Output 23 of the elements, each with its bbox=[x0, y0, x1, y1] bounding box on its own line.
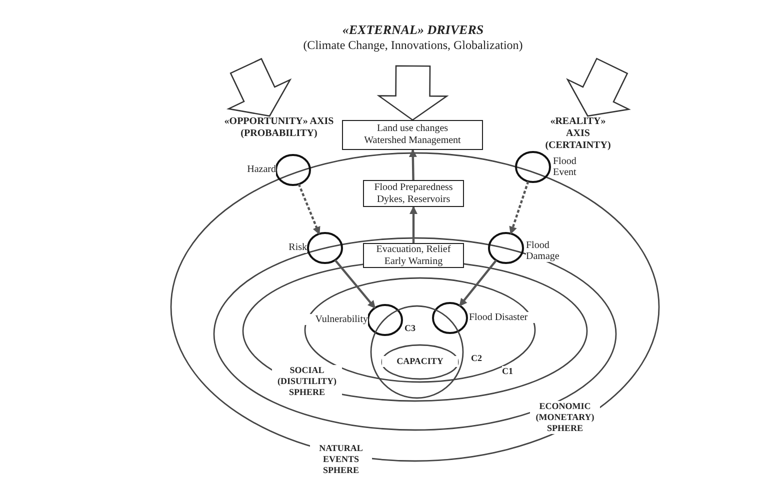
node-label: Vulnerability bbox=[302, 314, 368, 325]
action-box: Flood Preparedness Dykes, Reservoirs bbox=[363, 180, 464, 207]
arrow bbox=[334, 259, 376, 309]
arrow bbox=[408, 149, 417, 180]
block-arrow bbox=[226, 58, 292, 117]
title: «EXTERNAL» DRIVERS bbox=[341, 22, 485, 37]
block-arrow bbox=[566, 58, 631, 117]
sphere-label: SOCIAL (DISUTILITY) SPHERE bbox=[272, 365, 342, 398]
action-box: Land use changes Watershed Management bbox=[342, 120, 483, 150]
arrow bbox=[509, 181, 530, 235]
subtitle: (Climate Change, Innovations, Globalization) bbox=[302, 38, 524, 52]
sphere-label: NATURAL EVENTS SPHERE bbox=[310, 443, 372, 476]
ring-label: C2 bbox=[471, 353, 483, 364]
action-box: Evacuation, Relief Early Warning bbox=[363, 243, 464, 268]
arrow bbox=[410, 206, 418, 243]
core-label: CAPACITY bbox=[382, 356, 458, 367]
arrow bbox=[458, 260, 498, 306]
axis-label: «REALITY» AXIS (CERTAINTY) bbox=[538, 116, 618, 156]
ring-label: C3 bbox=[404, 323, 416, 334]
block-arrow bbox=[376, 65, 449, 121]
axis-label: «OPPORTUNITY» AXIS (PROBABILITY) bbox=[224, 116, 334, 156]
arrow bbox=[298, 184, 320, 235]
sphere-label: ECONOMIC (MONETARY) SPHERE bbox=[530, 401, 600, 434]
